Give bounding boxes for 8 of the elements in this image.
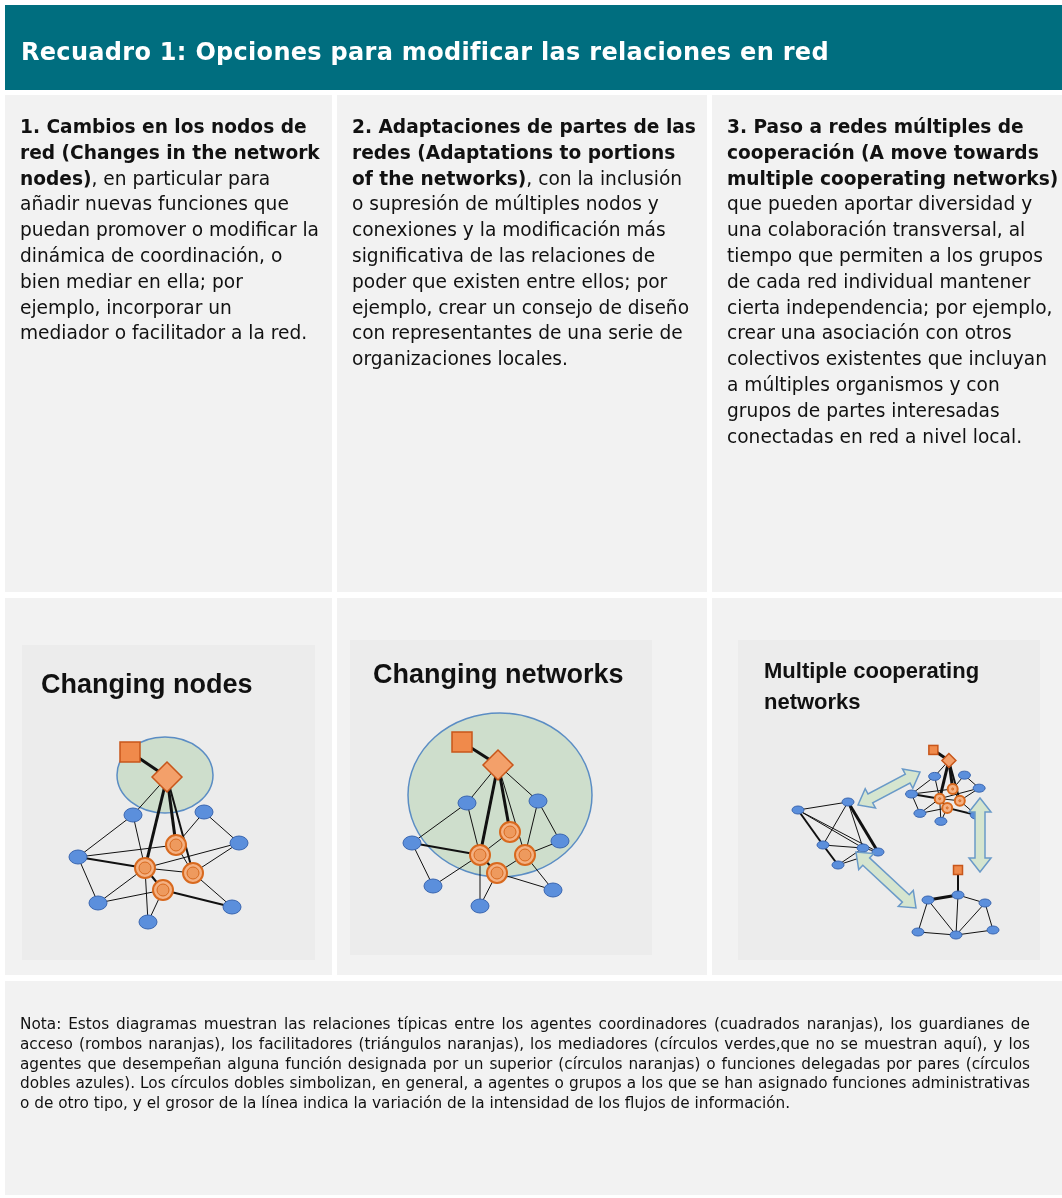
panel-title: Multiple cooperating networks [764, 657, 981, 716]
panel-title: Changing networks [373, 658, 625, 691]
panel-title: Changing nodes [41, 668, 254, 701]
title-bar: Recuadro 1: Opciones para modificar las relaciones en red [5, 5, 1062, 90]
description-text: 3. Paso a redes múltiples de cooperación (A move towards multiple cooperating networks) que pueden aportar diversidad y una colaboración transversal, al tiempo que permiten a los grupos de cada red individual mantener cierta independencia; por ejemplo, crear una asociación con otros colectivos existentes que incluyan a múltiples organismos y con grupos de partes interesadas conectadas en red a nivel local. [727, 115, 1060, 449]
description-text: 2. Adaptaciones de partes de las redes (Adaptations to portions of the networks), con la inclusión o supresión de múltiples nodos y conexiones y la modificación más significativa de las relaciones de poder que existen entre ellos; por ejemplo, crear un consejo de diseño con representantes de una serie de organizaciones locales. [352, 115, 697, 372]
description-text: 1. Cambios en los nodos de red (Changes in the network nodes), en particular para añadir nuevas funciones que puedan promover o modificar la dinámica de coordinación, o bien mediar en ella; por ejemplo, incorporar un mediador o facilitador a la red. [20, 115, 320, 346]
note-text: Nota: Estos diagramas muestran las relaciones típicas entre los agentes coordinadores (cuadrados naranjas), los guardianes de acceso (rombos naranjas), los facilitadores (triángulos naranjas), los mediadores (círculos verdes,que no se muestran aquí), y los agentes que desempeñan alguna función designada por un superior (círculos naranjas) o funciones delegadas por pares (círculos dobles azules). Los círculos dobles simbolizan, en general, a agentes o grupos a los que se han asignado funciones administrativas o de otro tipo, y el grosor de la línea indica la variación de la intensidad de los flujos de información. [20, 1015, 1030, 1114]
